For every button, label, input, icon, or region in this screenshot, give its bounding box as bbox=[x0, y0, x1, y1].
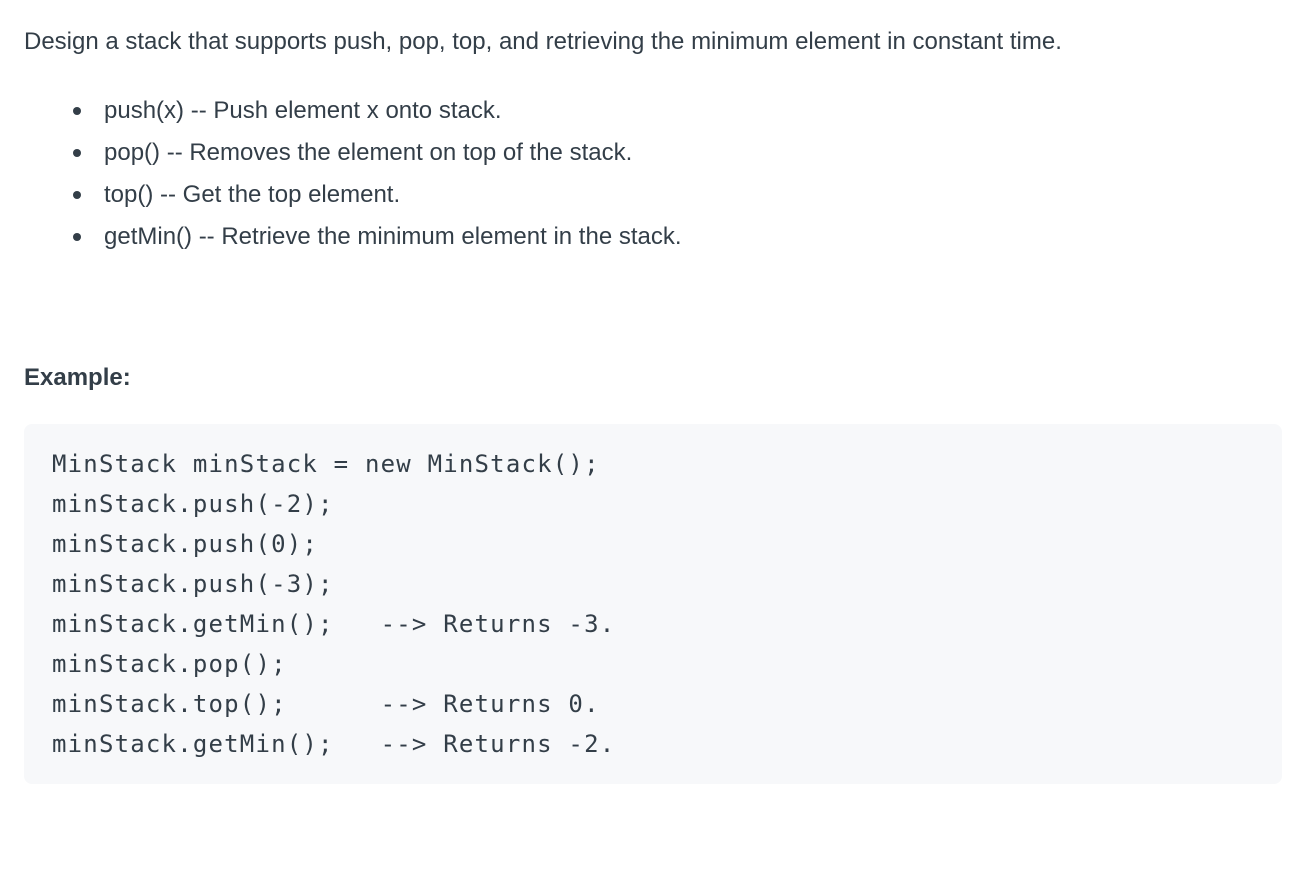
list-item: getMin() -- Retrieve the minimum element… bbox=[24, 216, 1282, 258]
operation-text: top() -- Get the top element. bbox=[104, 181, 401, 208]
list-item: push(x) -- Push element x onto stack. bbox=[24, 90, 1282, 132]
bullet-icon bbox=[73, 233, 81, 241]
list-item: pop() -- Removes the element on top of t… bbox=[24, 132, 1282, 174]
list-item: top() -- Get the top element. bbox=[24, 174, 1282, 216]
operation-text: pop() -- Removes the element on top of t… bbox=[104, 139, 633, 166]
operation-text: push(x) -- Push element x onto stack. bbox=[104, 97, 502, 124]
example-code-block: MinStack minStack = new MinStack(); minS… bbox=[24, 424, 1282, 784]
operations-list: push(x) -- Push element x onto stack. po… bbox=[24, 90, 1282, 258]
operation-text: getMin() -- Retrieve the minimum element… bbox=[104, 223, 682, 250]
problem-statement: Design a stack that supports push, pop, … bbox=[24, 28, 1062, 55]
bullet-icon bbox=[73, 107, 81, 115]
problem-description: Design a stack that supports push, pop, … bbox=[24, 20, 1282, 784]
bullet-icon bbox=[73, 191, 81, 199]
example-heading: Example: bbox=[24, 364, 131, 391]
bullet-icon bbox=[73, 149, 81, 157]
